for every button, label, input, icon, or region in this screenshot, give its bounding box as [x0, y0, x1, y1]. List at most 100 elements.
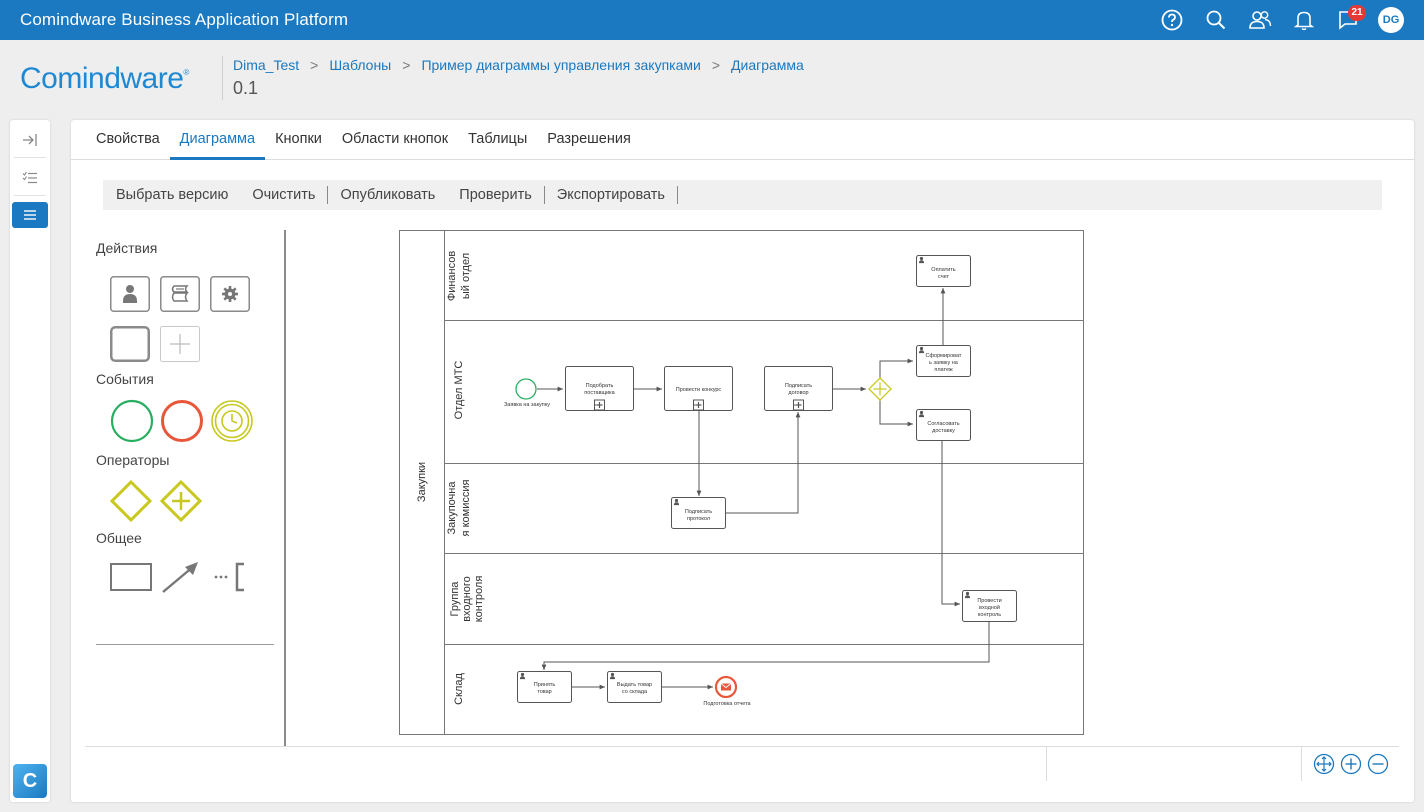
tab-properties[interactable]: Свойства [96, 131, 160, 147]
zoom-in-icon[interactable] [1340, 753, 1362, 775]
search-icon [1206, 10, 1226, 30]
subprocess-sign-contract[interactable]: Подписать договор [764, 366, 833, 411]
lane-label-line: Склад [453, 673, 465, 705]
task-label-line: контроль [978, 612, 1001, 618]
registered-mark: ® [183, 68, 189, 77]
parallel-gateway-icon[interactable] [160, 480, 202, 522]
bell-icon [1294, 11, 1314, 31]
end-event-prepare-report[interactable]: Подготовка отчета [703, 675, 752, 707]
breadcrumb-item[interactable]: Dima_Test [233, 57, 300, 73]
pool-label: Закупки [416, 462, 428, 502]
avatar[interactable]: DG [1378, 7, 1404, 33]
pool-icon[interactable] [110, 560, 152, 594]
task-label-line: Подписать [685, 509, 712, 515]
script-task-icon[interactable] [160, 276, 200, 312]
lane-warehouse[interactable]: Склад [453, 673, 465, 705]
tab-tables[interactable]: Таблицы [468, 131, 528, 147]
annotation-icon[interactable] [210, 560, 252, 594]
palette-canvas-divider [284, 230, 286, 746]
add-element-icon[interactable] [160, 326, 200, 362]
tab-permissions[interactable]: Разрешения [547, 131, 631, 147]
flow[interactable] [541, 622, 990, 670]
pool-purchasing[interactable] [399, 230, 1084, 735]
timer-event-icon[interactable] [210, 399, 254, 443]
task-label-line: со склада [622, 689, 648, 695]
check-button[interactable]: Проверить [459, 187, 532, 203]
notifications-button[interactable] [1282, 0, 1326, 40]
breadcrumb-item[interactable]: Шаблоны [329, 57, 392, 73]
subprocess-marker-icon [692, 399, 705, 411]
tab-diagram[interactable]: Диаграмма [169, 120, 266, 160]
task-incoming-control[interactable]: Провести входной контроль [962, 590, 1017, 622]
status-divider [1301, 747, 1302, 781]
zoom-out-icon[interactable] [1367, 753, 1389, 775]
task-sign-protocol[interactable]: Подписать протокол [671, 497, 726, 529]
flow[interactable] [879, 400, 913, 427]
sequence-flow-icon[interactable] [160, 560, 202, 594]
collapse-icon [23, 134, 37, 146]
main-panel: Свойства Диаграмма Кнопки Области кнопок… [71, 120, 1414, 802]
task-issue-goods[interactable]: Выдать товар со склада [607, 671, 662, 703]
end-event-icon[interactable] [160, 399, 204, 443]
left-rail: C [10, 120, 50, 802]
subprocess-hold-tender[interactable]: Провести конкурс [664, 366, 733, 411]
task-form-payment-request[interactable]: Сформироват ь заявку на платеж [916, 345, 971, 377]
tab-button-areas[interactable]: Области кнопок [341, 131, 449, 147]
task-label-line: доставку [932, 428, 955, 434]
help-button[interactable] [1150, 0, 1194, 40]
lane-finance[interactable]: Финансов ый отдел [446, 251, 472, 302]
search-button[interactable] [1194, 0, 1238, 40]
flow[interactable] [879, 358, 913, 378]
service-task-icon[interactable] [210, 276, 250, 312]
start-event-purchase-request[interactable]: Заявка на закупку [504, 378, 550, 408]
diagram-toolbar: Выбрать версию Очистить Опубликовать Про… [103, 180, 1382, 210]
users-button[interactable] [1238, 0, 1282, 40]
checklist-icon [22, 171, 37, 184]
bpmn-diagram[interactable]: Закупки Финансов ый отдел Отдел МТС Заку… [286, 230, 1399, 746]
task-receive-goods[interactable]: Принять товар [517, 671, 572, 703]
canvas-bottom-divider [85, 746, 1399, 747]
select-version-button[interactable]: Выбрать версию [116, 187, 229, 203]
comindware-app-icon[interactable]: C [13, 764, 47, 798]
task-label-line: Подобрать [586, 383, 614, 389]
toolbar-divider [543, 186, 545, 204]
collapse-button[interactable] [12, 127, 48, 153]
task-agree-delivery[interactable]: Согласовать доставку [916, 409, 971, 441]
lane-label-line: ый отдел [460, 253, 472, 299]
publish-button[interactable]: Опубликовать [340, 187, 436, 203]
zoom-fit-icon[interactable] [1313, 753, 1335, 775]
flow[interactable] [726, 412, 801, 514]
exclusive-gateway-icon[interactable] [110, 480, 152, 522]
task-label-line: договор [788, 390, 808, 396]
flow[interactable] [941, 441, 960, 607]
subprocess-icon[interactable] [110, 326, 150, 362]
clear-button[interactable]: Очистить [252, 187, 316, 203]
subprocess-marker-icon [593, 399, 606, 411]
lane-procurement-commission[interactable]: Закупочна я комиссия [446, 480, 472, 537]
lane-label-line: я комиссия [460, 480, 472, 537]
diagram-canvas[interactable]: Закупки Финансов ый отдел Отдел МТС Заку… [286, 230, 1399, 746]
task-label-line: Выдать товар [617, 682, 652, 688]
subprocess-marker-icon [792, 399, 805, 411]
help-icon [1161, 9, 1183, 31]
breadcrumb-item[interactable]: Пример диаграммы управления закупками [421, 57, 701, 73]
notifications-badge: 21 [1348, 5, 1366, 21]
task-label-line: Сформироват [926, 353, 962, 359]
users-icon [1249, 11, 1272, 29]
parallel-gateway[interactable] [868, 377, 892, 401]
lane-incoming-control[interactable]: Группа входного контроля [449, 576, 485, 623]
task-pay-invoice[interactable]: Оплатить счет [916, 255, 971, 287]
flags-button[interactable]: 21 [1326, 0, 1370, 40]
subprocess-select-suppliers[interactable]: Подобрать поставщика [565, 366, 634, 411]
header-divider [222, 56, 223, 100]
lane-mts[interactable]: Отдел МТС [453, 361, 465, 420]
menu-button[interactable] [12, 202, 48, 228]
tab-buttons[interactable]: Кнопки [275, 131, 322, 147]
checklist-button[interactable] [12, 165, 48, 191]
user-task-icon[interactable] [110, 276, 150, 312]
breadcrumb-item[interactable]: Диаграмма [731, 57, 804, 73]
app-title: Comindware Business Application Platform [20, 10, 349, 29]
lane-label-line: входного [461, 576, 473, 622]
export-button[interactable]: Экспортировать [556, 187, 665, 203]
start-event-icon[interactable] [110, 399, 154, 443]
